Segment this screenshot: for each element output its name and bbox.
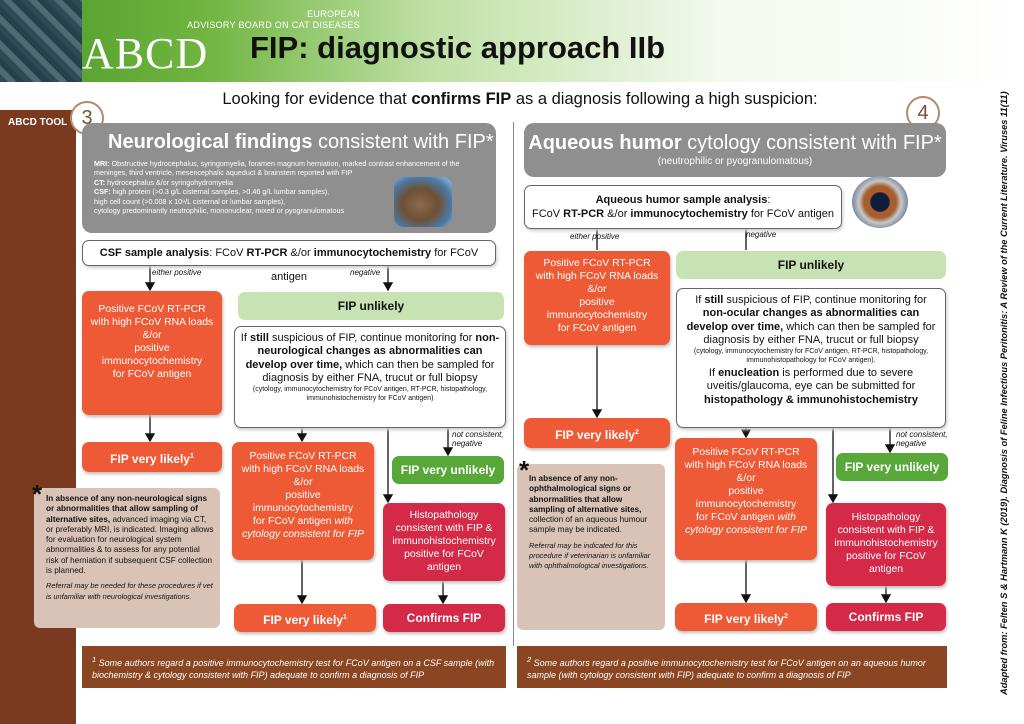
adapted-from-citation: Adapted from: Felten S & Hartmann K (201… <box>999 91 1009 695</box>
right-note: * In absence of any non-ophthalmological… <box>517 457 665 630</box>
subtitle: Looking for evidence that confirms FIP a… <box>222 90 818 108</box>
header-banner <box>0 0 1024 82</box>
column-divider <box>513 122 514 646</box>
page-title: FIP: diagnostic approach IIb <box>250 30 666 65</box>
left-fip-very-likely-2: FIP very likely1 <box>234 604 376 632</box>
right-confirms-fip: Confirms FIP <box>826 603 946 631</box>
label-either-positive-right: either positive <box>570 232 620 241</box>
left-still-suspicious: If still suspicious of FIP, continue mon… <box>234 326 506 428</box>
sidebar-label: ABCD TOOL <box>8 117 68 128</box>
label-not-consistent: not consistent,negative <box>452 430 504 448</box>
csf-sample-analysis: CSF sample analysis: FCoV RT-PCR &/or im… <box>82 240 496 283</box>
right-fip-very-unlikely: FIP very unlikely <box>836 453 948 481</box>
left-fip-very-likely-1: FIP very likely1 <box>82 442 222 472</box>
neuro-criteria: MRI: Obstructive hydrocephalus, syringom… <box>94 159 460 216</box>
abcd-logo: ABCD <box>82 29 209 78</box>
right-still-suspicious: If still suspicious of FIP, continue mon… <box>676 288 946 428</box>
right-fip-very-likely-2: FIP very likely2 <box>675 603 817 631</box>
cat-image-neuro <box>394 177 452 227</box>
right-fip-unlikely: FIP unlikely <box>676 251 946 279</box>
cat-eye-image <box>852 176 908 228</box>
label-not-consistent-right: not consistent,negative <box>896 430 948 448</box>
left-footnote: 1 Some authors regard a positive immunoc… <box>82 646 506 688</box>
right-footnote: 2 Some authors regard a positive immunoc… <box>517 646 947 688</box>
left-note: * In absence of any non-neurological sig… <box>32 481 220 628</box>
aqueous-humor-header: Aqueous humor cytology consistent with F… <box>524 123 946 177</box>
label-either-positive: either positive <box>152 268 202 277</box>
aqueous-sample-analysis: Aqueous humor sample analysis: FCoV RT-P… <box>524 185 842 229</box>
left-fip-very-unlikely: FIP very unlikely <box>392 456 504 484</box>
label-negative-right: negative <box>746 230 777 239</box>
label-negative: negative <box>350 268 381 277</box>
cat-photo <box>0 0 82 82</box>
left-confirms-fip: Confirms FIP <box>383 604 505 632</box>
right-fip-very-likely-1: FIP very likely2 <box>524 418 670 448</box>
left-fip-unlikely: FIP unlikely <box>238 292 504 320</box>
